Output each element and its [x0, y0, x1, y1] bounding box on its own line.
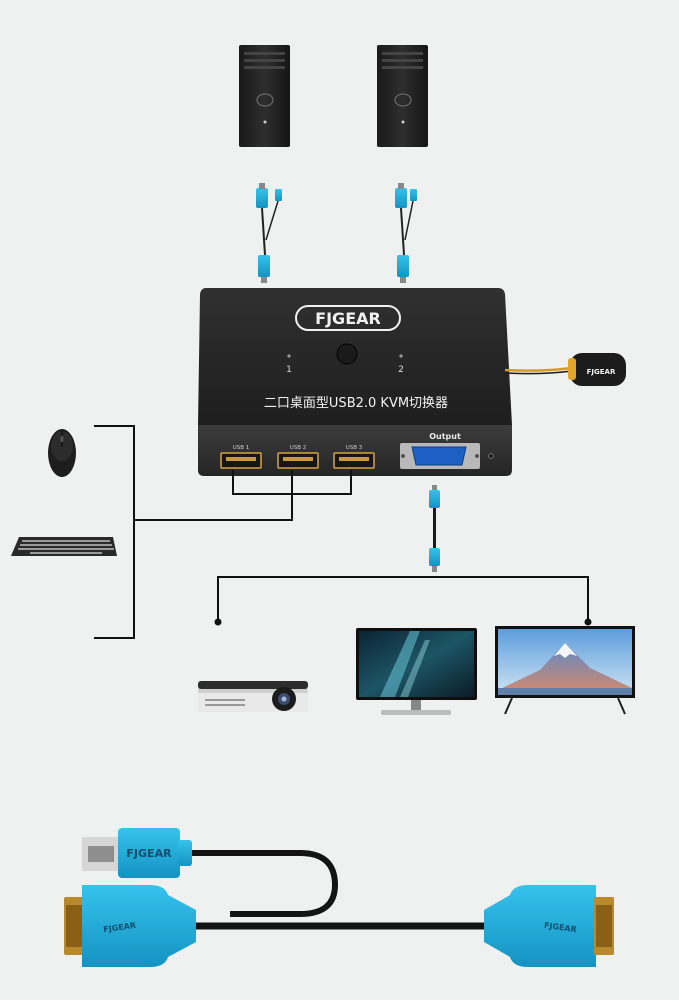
projector-icon — [198, 681, 308, 712]
kvm-switch-device: FJGEAR 1 2 二口桌面型USB2.0 KVM切换器 USB 1 USB … — [198, 288, 512, 476]
usb-plug-label: FJGEAR — [126, 847, 172, 860]
vga-output-cable — [429, 485, 440, 572]
led-label-1: 1 — [286, 365, 292, 375]
usb-connection-lines — [94, 425, 352, 639]
usb-port-label-1: USB 1 — [233, 445, 250, 451]
pc-tower-icon — [377, 45, 428, 147]
remote-button-icon[interactable]: FJGEAR — [504, 353, 626, 386]
brand-logo-text: FJGEAR — [315, 309, 381, 328]
led-2-icon — [399, 354, 403, 358]
power-jack-icon — [488, 453, 494, 459]
usb-port-3[interactable] — [333, 452, 375, 469]
usb-port-label-2: USB 2 — [290, 445, 307, 451]
remote-label: FJGEAR — [587, 368, 616, 376]
vga-output-port[interactable] — [400, 443, 480, 469]
kvm-cable-product: FJGEAR FJGEAR FJGEAR — [64, 828, 614, 967]
mouse-icon — [48, 429, 76, 477]
switch-button-icon[interactable] — [336, 343, 358, 365]
output-distribution-lines — [214, 576, 592, 626]
device-title: 二口桌面型USB2.0 KVM切换器 — [264, 396, 448, 411]
tv-icon — [495, 626, 635, 715]
usb-port-label-3: USB 3 — [346, 445, 363, 451]
keyboard-icon — [11, 537, 117, 556]
output-label: Output — [429, 432, 461, 441]
vga-usb-cable-left — [256, 183, 282, 283]
led-1-icon — [287, 354, 291, 358]
monitor-icon — [356, 628, 477, 715]
pc-tower-icon — [239, 45, 290, 147]
vga-usb-cable-right — [395, 183, 417, 283]
usb-port-1[interactable] — [220, 452, 262, 469]
brand-logo: FJGEAR — [295, 305, 401, 331]
led-label-2: 2 — [398, 365, 404, 375]
usb-port-2[interactable] — [277, 452, 319, 469]
